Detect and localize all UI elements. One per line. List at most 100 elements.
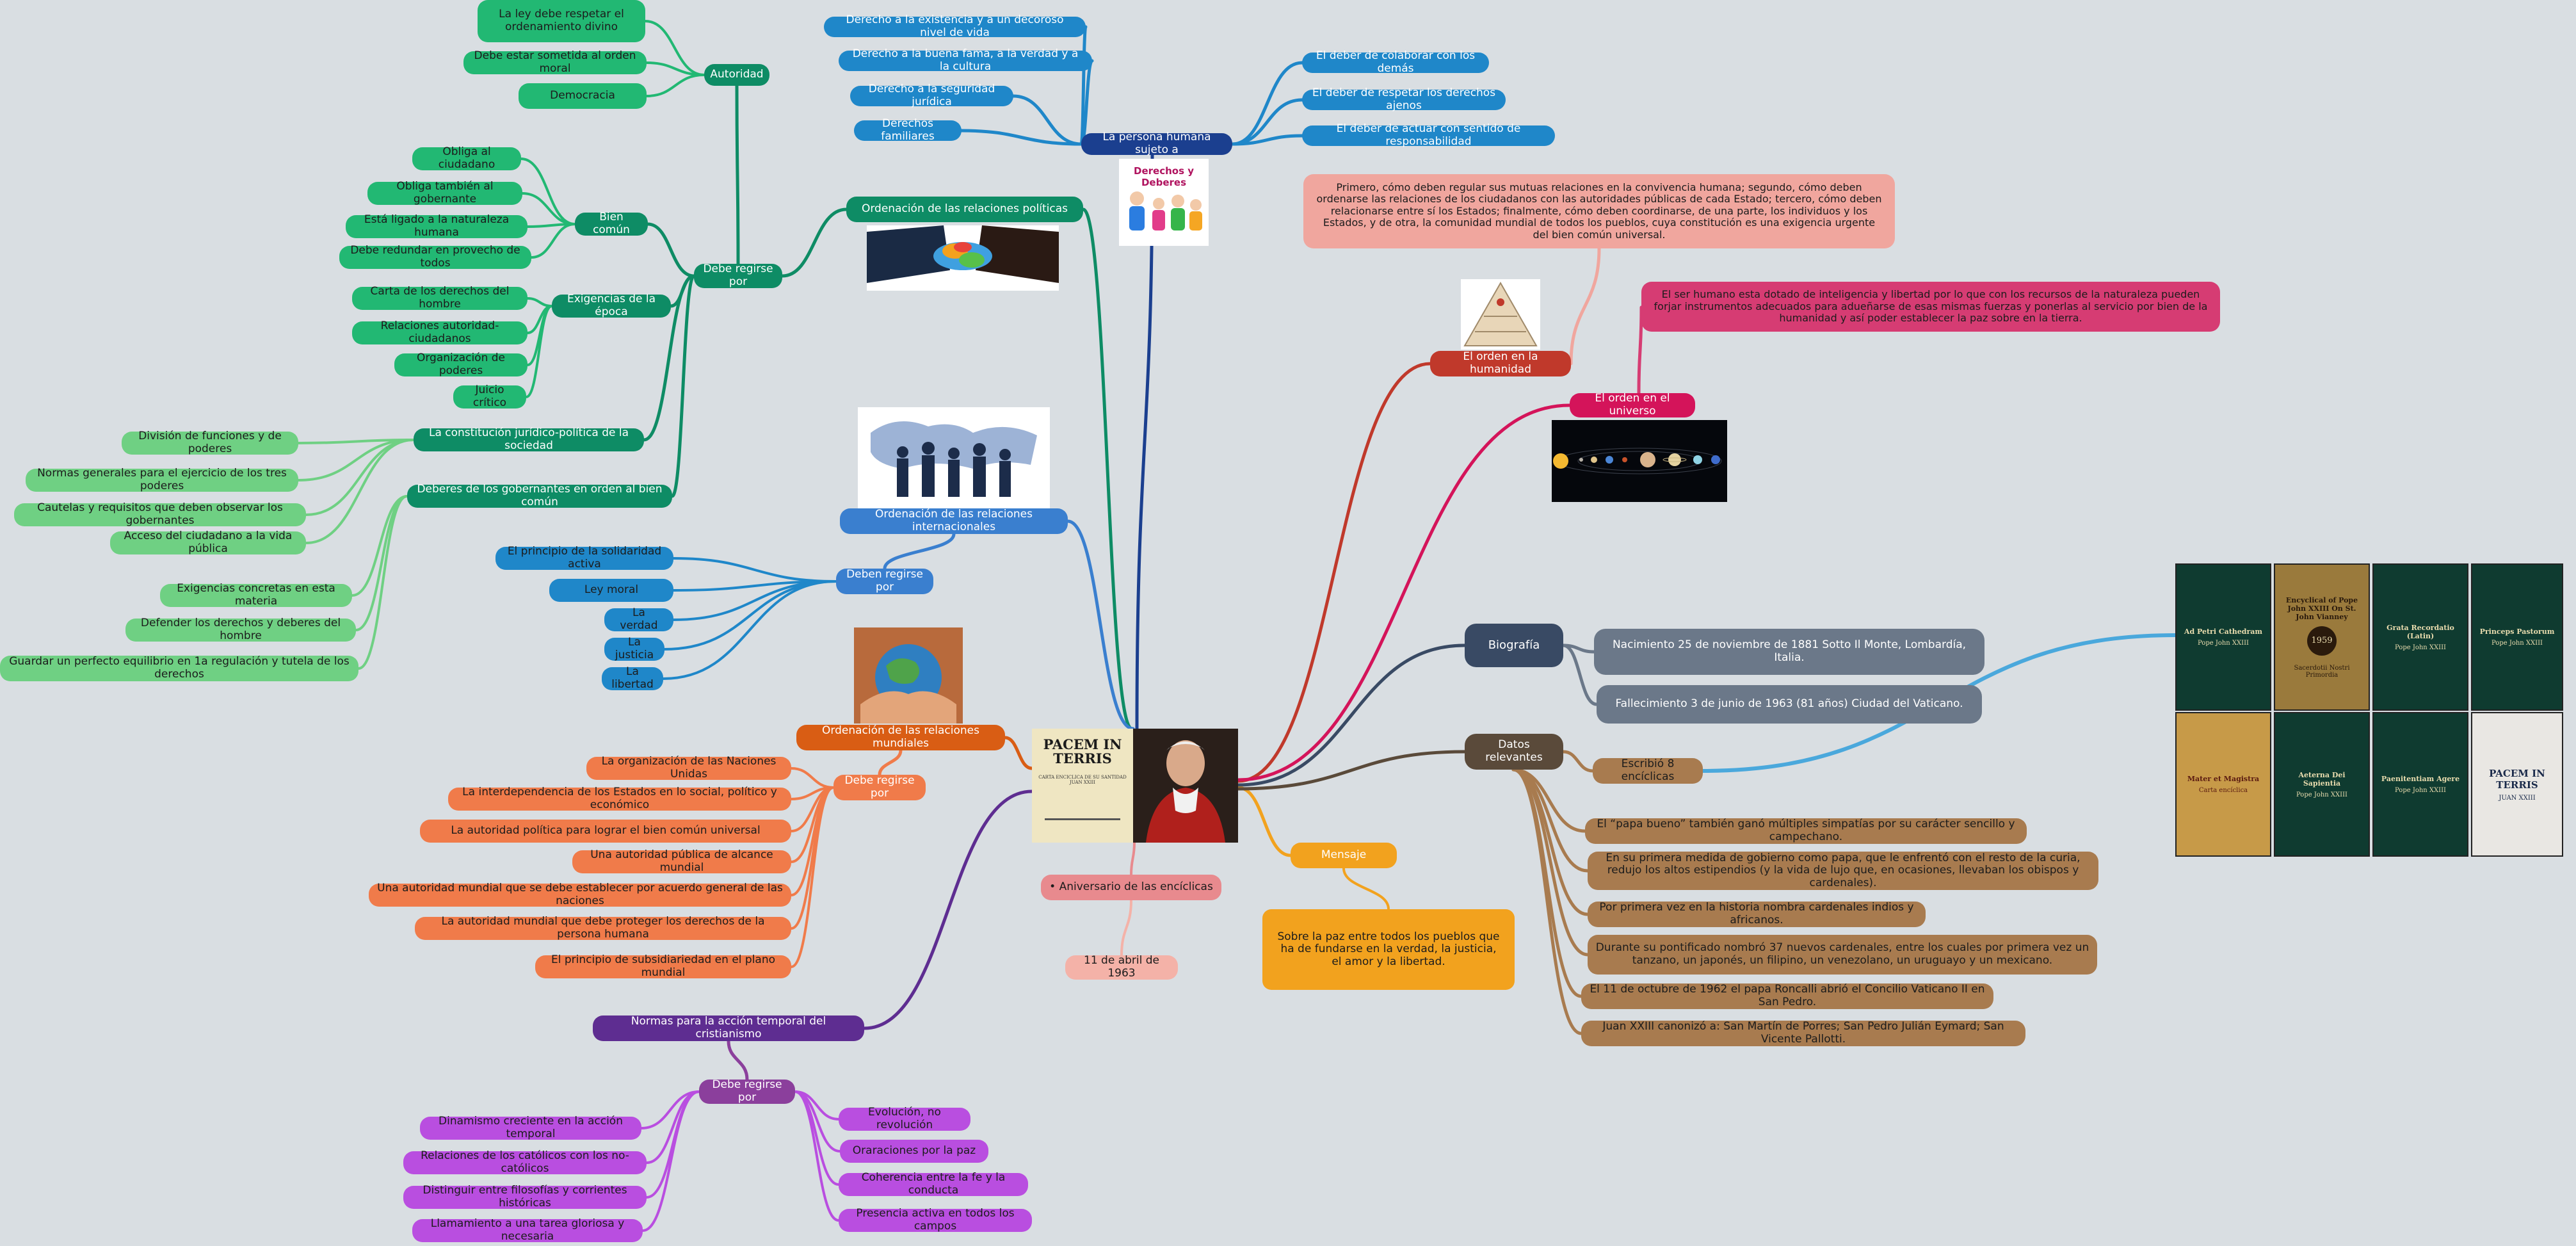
link-central-datos (1236, 750, 1467, 791)
bien-comun-item-2[interactable]: Obliga también al gobernante (367, 181, 522, 206)
normas-left-3[interactable]: Distinguir entre filosofías y corrientes… (403, 1185, 647, 1210)
autoridad-item-2[interactable]: Debe estar sometida al orden moral (463, 50, 647, 75)
exigencias-item-2[interactable]: Relaciones autoridad-ciudadanos (352, 320, 527, 345)
deber-3[interactable]: El deber de actuar con sentido de respon… (1302, 123, 1555, 148)
datos-item-1[interactable]: El “papa bueno” también ganó múltiples s… (1585, 818, 2027, 844)
central-cover-image: PACEM IN TERRIS CARTA ENCICLICA DE SU SA… (1032, 729, 1238, 843)
universo-text[interactable]: El ser humano esta dotado de inteligenci… (1641, 282, 2220, 332)
derecho-4[interactable]: Derechos familiares (854, 118, 962, 143)
mundiales-item-4[interactable]: Una autoridad pública de alcance mundial (572, 849, 791, 874)
humanidad-text[interactable]: Primero, cómo deben regular sus mutuas r… (1303, 174, 1895, 248)
book-author: Pope John XXIII (2394, 643, 2447, 651)
pope-portrait-icon (1146, 740, 1225, 843)
derechos-deberes-image: Derechos y Deberes (1119, 159, 1209, 246)
datos-node[interactable]: Datos relevantes (1465, 734, 1563, 770)
regirse-normas[interactable]: Debe regirse por (699, 1079, 795, 1104)
normas-node[interactable]: Normas para la acción temporal del crist… (593, 1015, 864, 1041)
biografia-node[interactable]: Biografía (1465, 624, 1563, 667)
enciclicas-node[interactable]: Escribió 8 encíclicas (1593, 758, 1703, 784)
derecho-3[interactable]: Derecho a la seguridad jurídica (850, 83, 1013, 108)
normas-right-1[interactable]: Evolución, no revolución (839, 1106, 970, 1131)
universo-node[interactable]: El orden en el universo (1570, 392, 1695, 417)
constitucion-item-2[interactable]: Normas generales para el ejercicio de lo… (26, 467, 298, 492)
bien-comun-item-4[interactable]: Debe redundar en provecho de todos (339, 245, 531, 270)
link-bien-1 (520, 158, 576, 225)
exigencias-item-4[interactable]: Juicio crítico (453, 384, 526, 409)
derechos-caption: Derechos y Deberes (1134, 165, 1194, 188)
deberes-gob-item-3[interactable]: Guardar un perfecto equilibrio en 1a reg… (0, 656, 358, 681)
book-author: Carta encíclica (2198, 787, 2248, 794)
exigencias-item-3[interactable]: Organización de poderes (394, 352, 527, 377)
regirse-mundial[interactable]: Debe regirse por (833, 775, 926, 800)
constitucion-node[interactable]: La constitución jurídico-política de la … (414, 427, 644, 452)
deber-1[interactable]: El deber de colaborar con los demás (1302, 50, 1489, 75)
constitucion-item-3[interactable]: Cautelas y requisitos que deben observar… (14, 502, 306, 527)
humanidad-node[interactable]: El orden en la humanidad (1430, 351, 1571, 376)
internacionales-item-5[interactable]: La libertad (602, 666, 663, 691)
fecha-node[interactable]: 11 de abril de 1963 (1065, 955, 1178, 980)
normas-left-2[interactable]: Relaciones de los católicos con los no-c… (403, 1150, 647, 1175)
regirse-politicas[interactable]: Debe regirse por (694, 263, 782, 288)
link-central-persona (1135, 153, 1154, 731)
exigencias-node[interactable]: Exigencias de la época (552, 293, 671, 318)
bien-comun-item-1[interactable]: Obliga al ciudadano (412, 146, 521, 171)
autoridad-node[interactable]: Autoridad (704, 64, 769, 86)
mundiales-item-2[interactable]: La interdependencia de los Estados en lo… (448, 786, 791, 811)
deberes-gob-item-1[interactable]: Exigencias concretas en esta materia (160, 583, 352, 608)
internacionales-item-1[interactable]: El principio de la solidaridad activa (495, 546, 673, 570)
normas-left-1[interactable]: Dinamismo creciente en la acción tempora… (420, 1115, 641, 1140)
mundiales-node[interactable]: Ordenación de las relaciones mundiales (796, 725, 1005, 750)
constitucion-item-1[interactable]: División de funciones y de poderes (122, 430, 298, 455)
handshake-icon (867, 225, 1059, 283)
link-constitucion-1 (297, 439, 415, 444)
link-constitucion-2 (297, 439, 415, 481)
bien-comun-item-3[interactable]: Está ligado a la naturaleza humana (346, 214, 527, 239)
mensaje-node[interactable]: Mensaje (1291, 843, 1397, 868)
link-datos-enciclicas (1561, 750, 1595, 773)
link-exigencias-1 (526, 297, 553, 307)
link-autoridad-1 (644, 20, 705, 76)
cover-title: PACEM IN TERRIS (1043, 736, 1122, 767)
mundiales-item-7[interactable]: El principio de subsidiariedad en el pla… (535, 954, 791, 979)
biografia-item-2[interactable]: Fallecimiento 3 de junio de 1963 (81 año… (1597, 685, 1982, 724)
internacionales-item-3[interactable]: La verdad (604, 607, 673, 632)
mundiales-item-5[interactable]: Una autoridad mundial que se debe establ… (369, 882, 791, 907)
link-mundiales-7 (790, 786, 835, 968)
internacionales-item-4[interactable]: La justicia (604, 636, 664, 661)
bien-comun-node[interactable]: Bien común (575, 211, 648, 236)
mundiales-item-6[interactable]: La autoridad mundial que debe proteger l… (415, 916, 791, 941)
internacionales-node[interactable]: Ordenación de las relaciones internacion… (840, 508, 1068, 534)
datos-item-5[interactable]: El 11 de octubre de 1962 el papa Roncall… (1581, 983, 1993, 1009)
deber-2[interactable]: El deber de respetar los derechos ajenos (1302, 87, 1506, 112)
autoridad-item-1[interactable]: La ley debe respetar el ordenamiento div… (478, 0, 645, 42)
regirse-intl[interactable]: Deben regirse por (836, 569, 933, 594)
autoridad-item-3[interactable]: Democracia (519, 83, 647, 109)
datos-item-3[interactable]: Por primera vez en la historia nombra ca… (1588, 902, 1926, 927)
deberes-gob-node[interactable]: Deberes de los gobernantes en orden al b… (407, 483, 672, 508)
biografia-item-1[interactable]: Nacimiento 25 de noviembre de 1881 Sotto… (1594, 629, 1984, 675)
pyramid-icon (1463, 281, 1538, 346)
mensaje-text[interactable]: Sobre la paz entre todos los pueblos que… (1262, 909, 1515, 990)
normas-left-4[interactable]: Llamamiento a una tarea gloriosa y neces… (412, 1218, 643, 1243)
datos-item-2[interactable]: En su primera medida de gobierno como pa… (1588, 852, 2098, 890)
mundiales-item-1[interactable]: La organización de las Naciones Unidas (586, 756, 791, 781)
datos-item-6[interactable]: Juan XXIII canonizó a: San Martín de Por… (1581, 1021, 2025, 1046)
aniversario-node[interactable]: • Aniversario de las encíclicas (1041, 875, 1221, 900)
datos-item-4[interactable]: Durante su pontificado nombró 37 nuevos … (1588, 935, 2097, 975)
normas-right-3[interactable]: Coherencia entre la fe y la conducta (839, 1172, 1028, 1197)
normas-right-2[interactable]: Oraraciones por la paz (840, 1140, 988, 1163)
derecho-1[interactable]: Derecho a la existencia y a un decoroso … (824, 14, 1086, 39)
mundiales-item-3[interactable]: La autoridad política para lograr el bie… (420, 820, 791, 843)
derecho-2[interactable]: Derecho a la buena fama, a la verdad y a… (839, 48, 1092, 73)
exigencias-item-1[interactable]: Carta de los derechos del hombre (352, 286, 527, 311)
internacionales-item-2[interactable]: Ley moral (549, 579, 673, 602)
constitucion-item-4[interactable]: Acceso del ciudadano a la vida pública (110, 530, 306, 555)
persona-node[interactable]: La persona humana sujeto a (1081, 131, 1232, 156)
deberes-gob-item-2[interactable]: Defender los derechos y deberes del homb… (125, 617, 356, 642)
politicas-node[interactable]: Ordenación de las relaciones políticas (846, 197, 1083, 222)
link-intl-1 (672, 557, 837, 583)
normas-right-4[interactable]: Presencia activa en todos los campos (839, 1208, 1032, 1233)
